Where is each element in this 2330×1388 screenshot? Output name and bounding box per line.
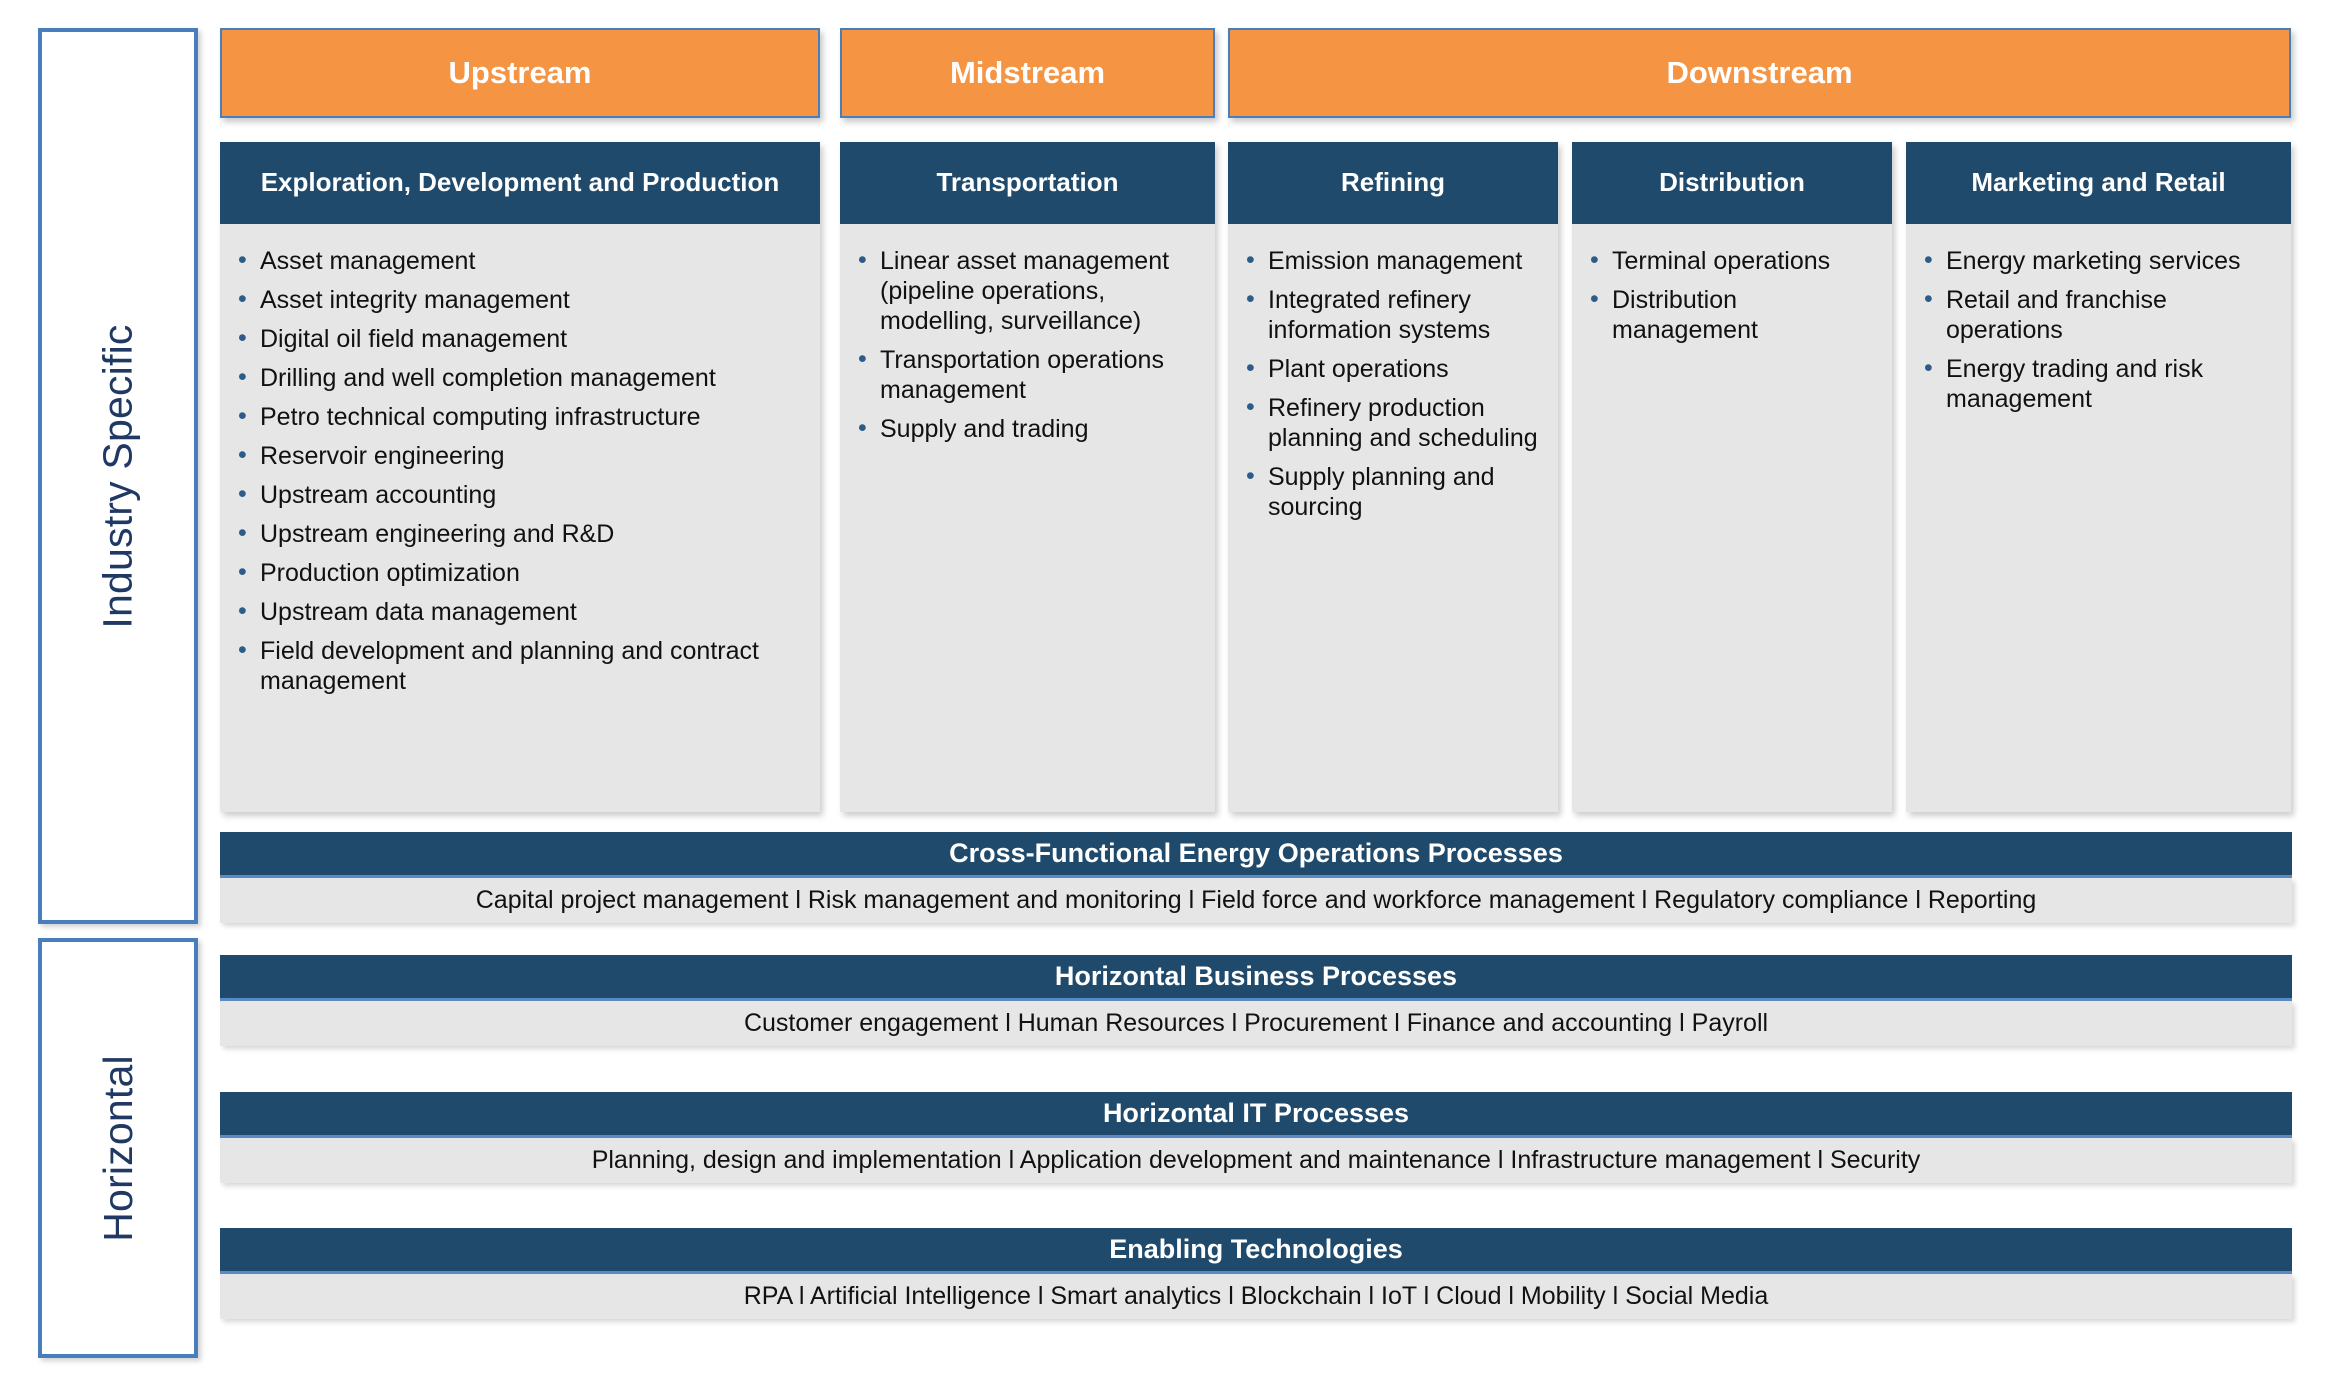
stream-header-upstream-label: Upstream: [448, 55, 592, 90]
band-title-horizontal-business-processes: Horizontal Business Processes: [220, 955, 2292, 1001]
segment-transportation: Transportation Linear asset management (…: [840, 142, 1215, 812]
capability-list-transportation: Linear asset management (pipeline operat…: [854, 245, 1201, 444]
band-title-horizontal-it-processes: Horizontal IT Processes: [220, 1092, 2292, 1138]
list-item: Linear asset management (pipeline operat…: [854, 245, 1201, 336]
stream-header-downstream: Downstream: [1228, 28, 2291, 118]
list-item: Field development and planning and contr…: [234, 635, 806, 696]
list-item: Petro technical computing infrastructure: [234, 401, 806, 432]
segment-title-marketing-and-retail: Marketing and Retail: [1906, 142, 2291, 224]
band-title-cross-functional-energy-operations: Cross-Functional Energy Operations Proce…: [220, 832, 2292, 878]
segment-marketing-and-retail: Marketing and Retail Energy marketing se…: [1906, 142, 2291, 812]
rail-horizontal: Horizontal: [38, 938, 198, 1358]
list-item: Reservoir engineering: [234, 440, 806, 471]
list-item: Upstream accounting: [234, 479, 806, 510]
list-item: Emission management: [1242, 245, 1544, 276]
list-item: Energy trading and risk management: [1920, 353, 2277, 414]
segment-body-transportation: Linear asset management (pipeline operat…: [840, 224, 1215, 812]
segment-refining: Refining Emission management Integrated …: [1228, 142, 1558, 812]
list-item: Plant operations: [1242, 353, 1544, 384]
list-item: Transportation operations management: [854, 344, 1201, 405]
band-body-enabling-technologies: RPA l Artificial Intelligence l Smart an…: [220, 1274, 2292, 1319]
list-item: Energy marketing services: [1920, 245, 2277, 276]
band-body-horizontal-business-processes: Customer engagement l Human Resources l …: [220, 1001, 2292, 1046]
band-body-horizontal-it-processes: Planning, design and implementation l Ap…: [220, 1138, 2292, 1183]
stream-header-downstream-label: Downstream: [1666, 55, 1853, 90]
list-item: Retail and franchise operations: [1920, 284, 2277, 345]
rail-industry-specific-label: Industry Specific: [94, 323, 141, 629]
segment-title-transportation: Transportation: [840, 142, 1215, 224]
list-item: Terminal operations: [1586, 245, 1878, 276]
list-item: Integrated refinery information systems: [1242, 284, 1544, 345]
list-item: Distribution management: [1586, 284, 1878, 345]
list-item: Refinery production planning and schedul…: [1242, 392, 1544, 453]
segment-title-exploration-development-production: Exploration, Development and Production: [220, 142, 820, 224]
capability-list-refining: Emission management Integrated refinery …: [1242, 245, 1544, 522]
stream-header-upstream: Upstream: [220, 28, 820, 118]
list-item: Drilling and well completion management: [234, 362, 806, 393]
segment-body-exploration-development-production: Asset management Asset integrity managem…: [220, 224, 820, 812]
segment-body-refining: Emission management Integrated refinery …: [1228, 224, 1558, 812]
segment-distribution: Distribution Terminal operations Distrib…: [1572, 142, 1892, 812]
stream-header-midstream: Midstream: [840, 28, 1215, 118]
list-item: Supply planning and sourcing: [1242, 461, 1544, 522]
segment-title-refining: Refining: [1228, 142, 1558, 224]
band-body-cross-functional-energy-operations: Capital project management l Risk manage…: [220, 878, 2292, 923]
band-title-enabling-technologies: Enabling Technologies: [220, 1228, 2292, 1274]
segment-body-distribution: Terminal operations Distribution managem…: [1572, 224, 1892, 812]
list-item: Upstream engineering and R&D: [234, 518, 806, 549]
segment-title-distribution: Distribution: [1572, 142, 1892, 224]
rail-horizontal-label: Horizontal: [94, 1054, 141, 1242]
rail-industry-specific: Industry Specific: [38, 28, 198, 924]
list-item: Digital oil field management: [234, 323, 806, 354]
list-item: Upstream data management: [234, 596, 806, 627]
list-item: Asset integrity management: [234, 284, 806, 315]
segment-exploration-development-production: Exploration, Development and Production …: [220, 142, 820, 812]
list-item: Supply and trading: [854, 413, 1201, 444]
segment-body-marketing-and-retail: Energy marketing services Retail and fra…: [1906, 224, 2291, 812]
capability-list-distribution: Terminal operations Distribution managem…: [1586, 245, 1878, 345]
list-item: Asset management: [234, 245, 806, 276]
capability-list-exploration: Asset management Asset integrity managem…: [234, 245, 806, 696]
stream-header-midstream-label: Midstream: [949, 55, 1106, 90]
capability-list-marketing: Energy marketing services Retail and fra…: [1920, 245, 2277, 414]
list-item: Production optimization: [234, 557, 806, 588]
